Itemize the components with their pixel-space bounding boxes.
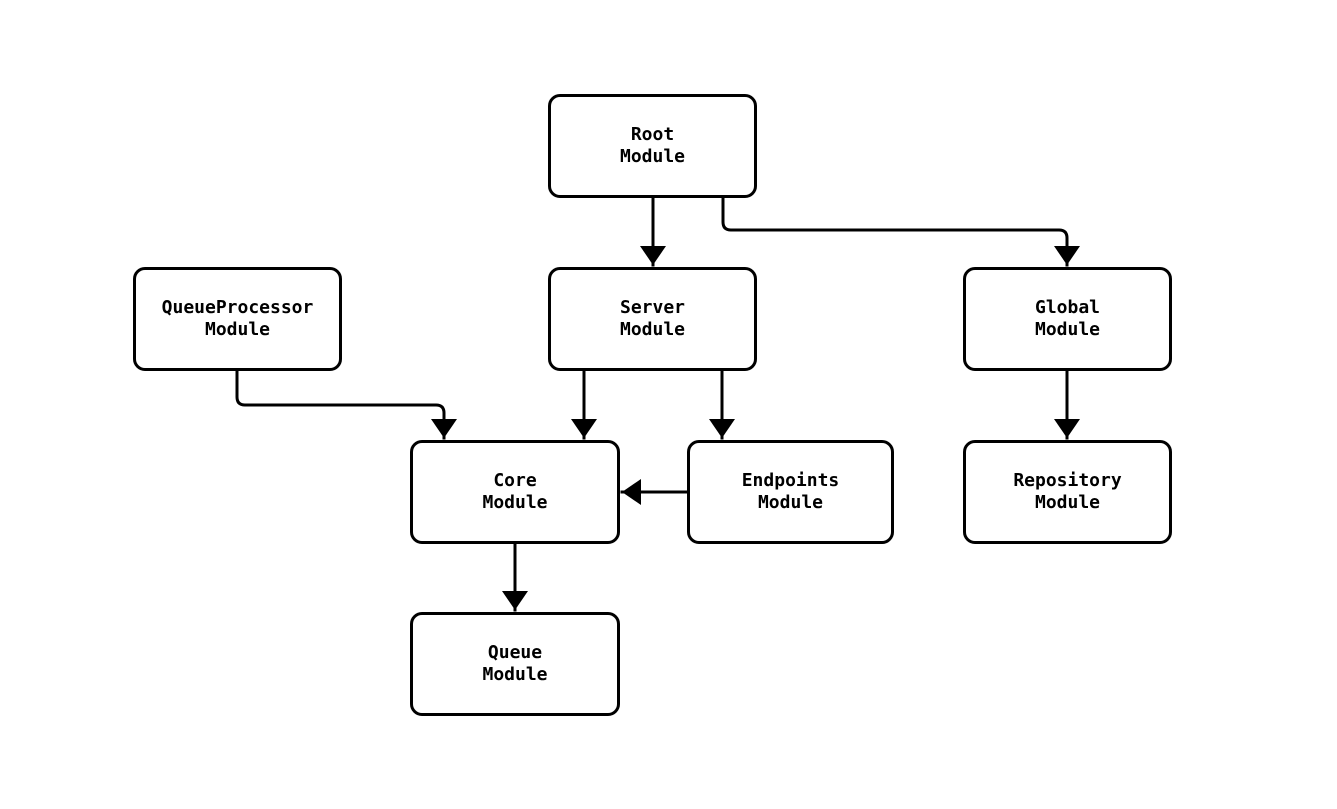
node-queue-module: Queue Module bbox=[410, 612, 620, 716]
node-queueprocessor-module-label: QueueProcessor Module bbox=[161, 297, 314, 340]
node-endpoints-module-label: Endpoints Module bbox=[741, 470, 840, 513]
node-core-module: Core Module bbox=[410, 440, 620, 544]
node-queue-module-label: Queue Module bbox=[482, 642, 548, 685]
edge-root-to-global bbox=[721, 196, 1080, 267]
node-endpoints-module: Endpoints Module bbox=[687, 440, 894, 544]
node-root-module-label: Root Module bbox=[619, 124, 686, 167]
node-repository-module: Repository Module bbox=[963, 440, 1172, 544]
node-core-module-label: Core Module bbox=[482, 470, 548, 513]
edge-queueprocessor-to-core bbox=[235, 369, 457, 440]
node-repository-module-label: Repository Module bbox=[1013, 470, 1122, 513]
node-queueprocessor-module: QueueProcessor Module bbox=[133, 267, 342, 371]
node-global-module: Global Module bbox=[963, 267, 1172, 371]
node-server-module-label: Server Module bbox=[619, 297, 686, 340]
node-root-module: Root Module bbox=[548, 94, 757, 198]
node-server-module: Server Module bbox=[548, 267, 757, 371]
node-global-module-label: Global Module bbox=[1034, 297, 1101, 340]
